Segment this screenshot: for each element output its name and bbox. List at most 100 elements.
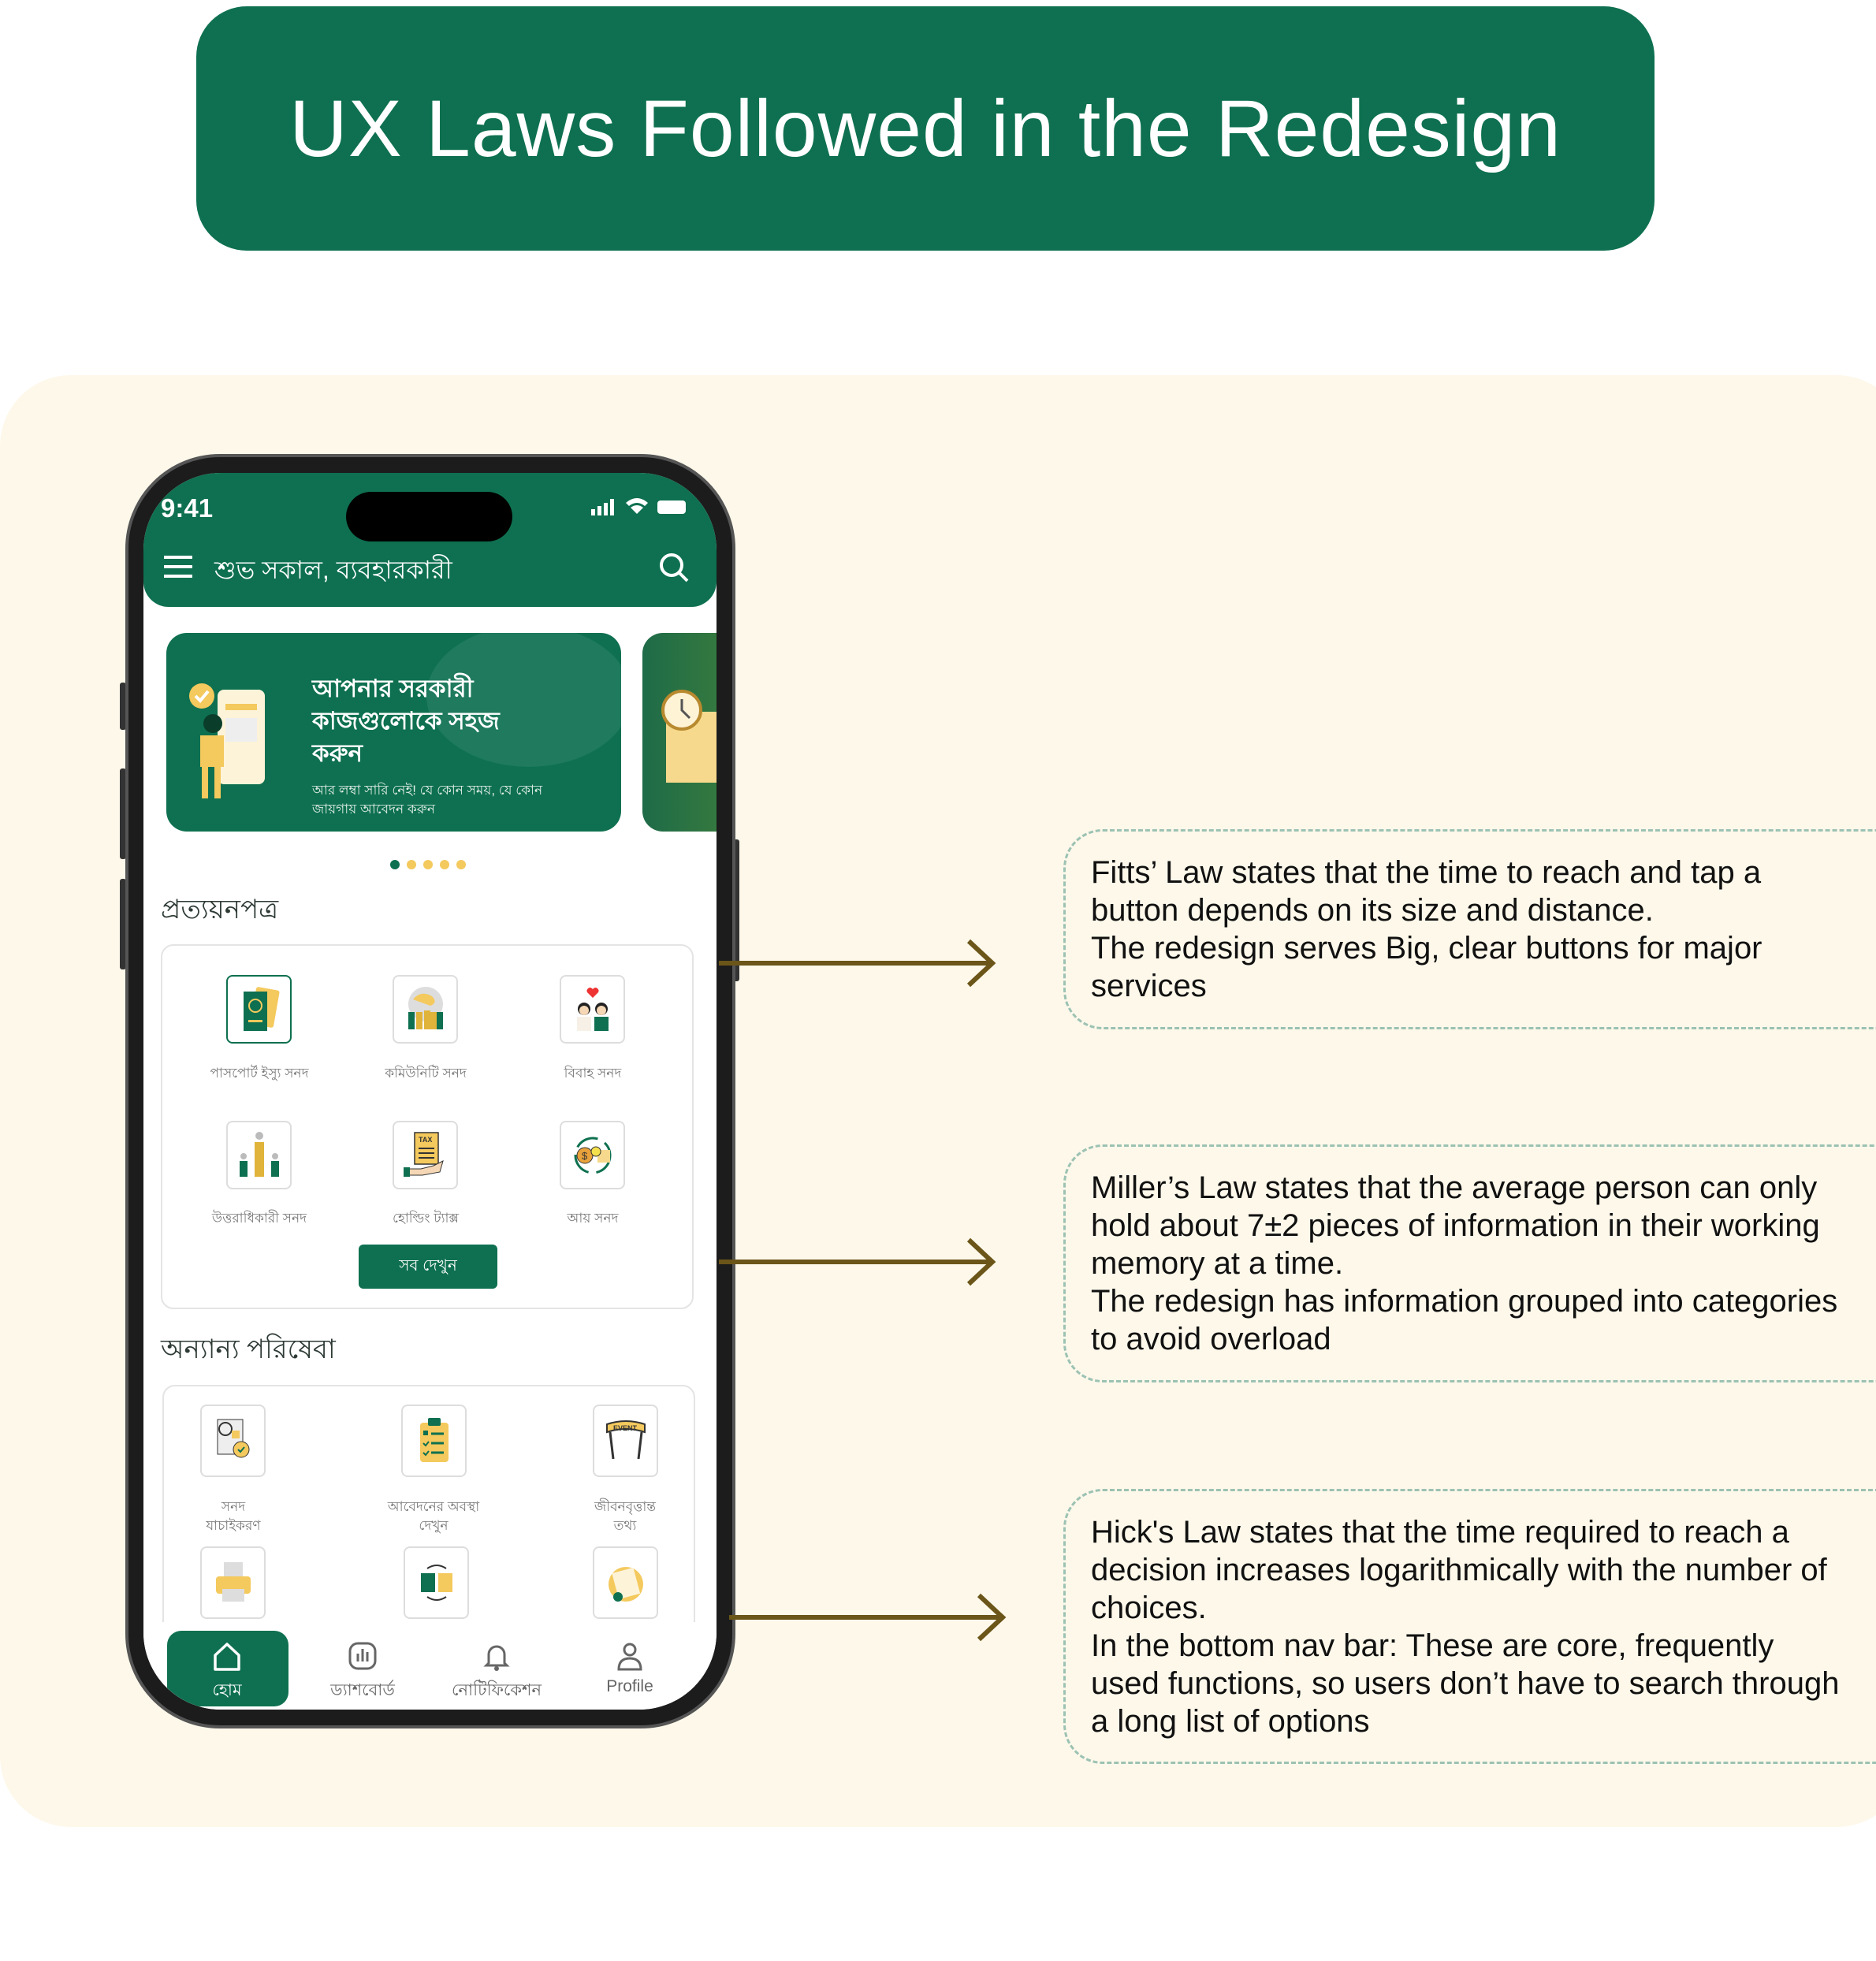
heir-certificate-tile[interactable]	[226, 1121, 292, 1189]
banner-subtitle-line: জায়গায় আবেদন করুন	[312, 802, 435, 817]
banner-title-line: কাজগুলোকে সহজ	[312, 707, 500, 735]
approved-document-tile[interactable]	[593, 1546, 658, 1619]
status-icons	[591, 498, 686, 515]
profile-icon	[617, 1643, 642, 1671]
law-text-line: decision increases logarithmically with …	[1091, 1552, 1827, 1587]
section-title-other-services: অন্যান্য পরিষেবা	[161, 1334, 336, 1364]
svg-text:TAX: TAX	[419, 1136, 432, 1144]
law-text-line: The redesign has information grouped int…	[1091, 1284, 1838, 1319]
hamburger-menu-icon[interactable]	[162, 554, 194, 579]
holding-tax-tile[interactable]: TAX	[393, 1121, 458, 1189]
passport-icon	[243, 986, 279, 1031]
document-transfer-icon	[420, 1565, 452, 1601]
arrow-miller	[719, 1260, 991, 1264]
arrowhead-icon	[977, 1593, 1007, 1642]
fitts-law-box: Fitts’ Law states that the time to reach…	[1063, 829, 1876, 1029]
tile-label: জীবনবৃত্তান্ত	[594, 1499, 656, 1514]
page-title: UX Laws Followed in the Redesign	[289, 83, 1561, 173]
section-title-certificates: প্রত্যয়নপত্র	[161, 895, 279, 925]
phone-side-button	[120, 879, 126, 969]
arrow-hick	[729, 1615, 1001, 1620]
law-text-line: to avoid overload	[1091, 1322, 1331, 1356]
law-text-line: The redesign serves Big, clear buttons f…	[1091, 931, 1762, 966]
dynamic-island	[346, 492, 512, 541]
carousel-dot[interactable]	[456, 860, 466, 869]
home-icon	[214, 1643, 240, 1671]
tile-label: আবেদনের অবস্থা	[387, 1499, 480, 1514]
status-time: 9:41	[161, 493, 214, 523]
millers-law-box: Miller’s Law states that the average per…	[1063, 1144, 1876, 1382]
marriage-icon	[576, 987, 609, 1031]
tax-document-icon: TAX	[403, 1131, 444, 1177]
document-exchange-tile[interactable]	[404, 1546, 469, 1619]
tile-label: আয় সনদ	[567, 1211, 619, 1226]
arrow-fitts	[719, 961, 991, 966]
nav-label: Profile	[606, 1677, 653, 1695]
greeting-text: শুভ সকাল, ব্যবহারকারী	[214, 556, 452, 584]
event-banner-icon: EVENT	[605, 1420, 646, 1460]
promo-banner-card-next[interactable]	[642, 633, 717, 832]
nav-item-profile[interactable]: Profile	[571, 1641, 689, 1696]
law-text-line: hold about 7±2 pieces of information in …	[1091, 1208, 1820, 1243]
community-certificate-tile[interactable]	[393, 975, 458, 1044]
nav-label: হোম	[212, 1681, 242, 1699]
law-text-line: Miller’s Law states that the average per…	[1091, 1170, 1818, 1205]
law-text-line: a long list of options	[1091, 1703, 1370, 1739]
tile-label: বিবাহ সনদ	[564, 1066, 622, 1081]
marriage-certificate-tile[interactable]	[560, 975, 625, 1044]
community-icon	[408, 986, 443, 1029]
tile-label: পাসপোর্ট ইস্যু সনদ	[210, 1066, 309, 1081]
phone-side-button	[120, 768, 126, 859]
tile-label: কমিউনিটি সনদ	[385, 1066, 467, 1081]
carousel-dot[interactable]	[423, 860, 433, 869]
promo-banner-card[interactable]: আপনার সরকারী কাজগুলোকে সহজ করুন আর লম্বা…	[166, 633, 621, 832]
nav-item-dashboard[interactable]: ড্যাশবোর্ড	[303, 1641, 422, 1705]
banner-illustration-icon	[189, 683, 265, 798]
law-text-line: button depends on its size and distance.	[1091, 893, 1654, 928]
nav-item-notifications[interactable]: নোটিফিকেশন	[437, 1641, 556, 1705]
arrowhead-icon	[966, 1237, 996, 1286]
banner-title-line: করুন	[312, 739, 363, 767]
banner-title-line: আপনার সরকারী	[312, 675, 474, 702]
income-icon: $	[574, 1137, 611, 1174]
law-text-line: memory at a time.	[1091, 1246, 1344, 1281]
phone-screen: 9:41 শুভ সকাল, ব্যবহারকারী আপনার সরকারী …	[143, 473, 717, 1710]
law-text-line: choices.	[1091, 1590, 1207, 1625]
approved-document-icon	[608, 1567, 643, 1602]
carousel-dot-active[interactable]	[390, 860, 400, 869]
checklist-icon	[419, 1418, 449, 1462]
passport-certificate-tile[interactable]	[226, 975, 292, 1044]
law-text-line: services	[1091, 969, 1207, 1003]
law-text-line: In the bottom nav bar: These are core, f…	[1091, 1628, 1774, 1663]
banner-decor	[426, 633, 621, 767]
printer-icon	[215, 1562, 251, 1602]
biography-info-tile[interactable]: EVENT	[593, 1405, 658, 1477]
phone-side-button	[120, 683, 126, 730]
clock-illustration-icon	[661, 690, 717, 783]
carousel-dot[interactable]	[407, 860, 416, 869]
arrowhead-icon	[966, 939, 996, 988]
svg-text:$: $	[582, 1150, 588, 1162]
law-text-line: used functions, so users don’t have to s…	[1091, 1665, 1840, 1701]
svg-text:EVENT: EVENT	[613, 1424, 638, 1432]
tile-label: সনদ	[221, 1499, 246, 1514]
print-service-tile[interactable]	[200, 1546, 266, 1619]
certificate-verification-tile[interactable]	[200, 1405, 266, 1477]
banner-subtitle-line: আর লম্বা সারি নেই! যে কোন সময়, যে কোন	[312, 783, 543, 798]
see-all-button[interactable]: সব দেখুন	[359, 1245, 497, 1289]
family-icon	[239, 1131, 279, 1177]
verified-document-icon	[217, 1419, 249, 1458]
application-status-tile[interactable]	[401, 1405, 467, 1477]
income-certificate-tile[interactable]: $	[560, 1121, 625, 1189]
law-text-line: Hick's Law states that the time required…	[1091, 1514, 1789, 1550]
carousel-dot[interactable]	[440, 860, 449, 869]
law-text-line: Fitts’ Law states that the time to reach…	[1091, 855, 1762, 890]
tile-label: দেখুন	[419, 1518, 449, 1533]
bell-icon	[483, 1645, 510, 1671]
nav-label: নোটিফিকেশন	[451, 1681, 542, 1699]
search-icon[interactable]	[658, 552, 690, 583]
tile-label: তথ্য	[613, 1518, 637, 1533]
dashboard-icon	[348, 1642, 377, 1670]
tile-label: যাচাইকরণ	[206, 1518, 261, 1533]
nav-item-home[interactable]: হোম	[168, 1641, 286, 1705]
